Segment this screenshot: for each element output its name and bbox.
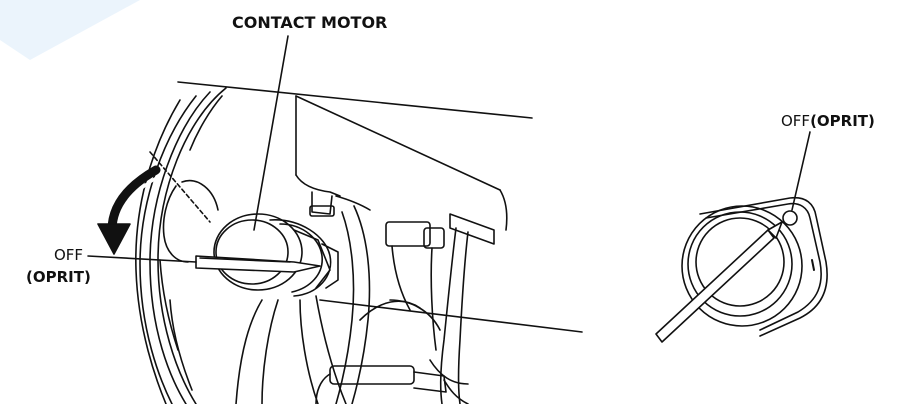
switch-detail-icon	[656, 132, 827, 342]
oprit-label-left: (OPRIT)	[26, 268, 91, 286]
contact-motor-label: CONTACT MOTOR	[232, 13, 388, 32]
off-label-right: OFF	[781, 112, 811, 130]
contact-motor-leader	[254, 36, 288, 230]
off-label-left: OFF	[54, 246, 84, 264]
off-oprit-label-right: OFF(OPRIT)	[781, 112, 875, 130]
oprit-label-right: (OPRIT)	[810, 112, 875, 130]
curved-arrow-icon	[98, 170, 160, 254]
engine-illustration	[88, 82, 582, 404]
watermark-shape	[0, 0, 140, 60]
